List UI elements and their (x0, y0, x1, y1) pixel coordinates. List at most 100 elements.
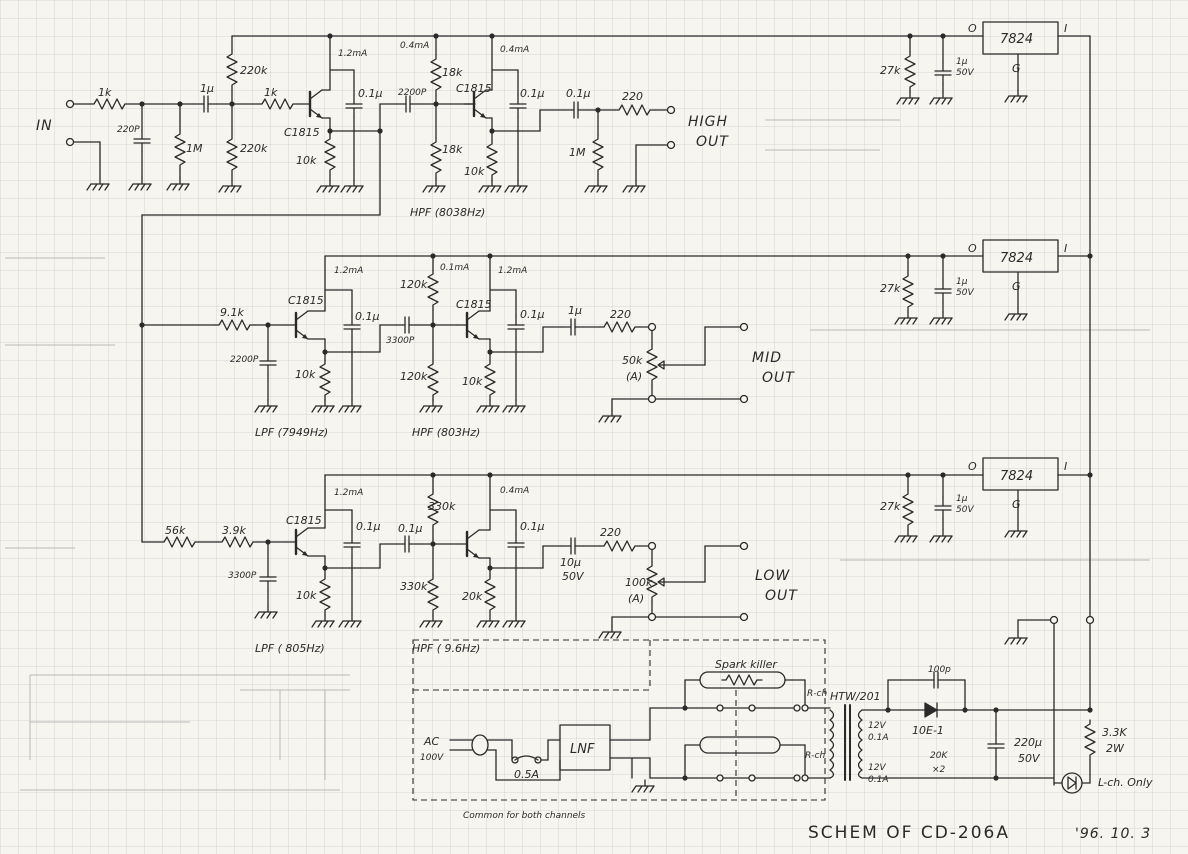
svg-text:0.5A: 0.5A (514, 768, 539, 781)
common-note: Common for both channels (463, 811, 586, 821)
svg-text:1k: 1k (264, 86, 278, 99)
svg-text:0.1μ: 0.1μ (398, 522, 423, 535)
svg-text:1M: 1M (186, 142, 203, 155)
svg-text:50V: 50V (956, 505, 974, 515)
hpf-low-label: HPF ( 9.6Hz) (412, 642, 480, 655)
svg-text:I: I (1064, 242, 1067, 255)
svg-text:O: O (968, 22, 977, 35)
svg-text:220k: 220k (240, 64, 268, 77)
svg-text:2200P: 2200P (398, 88, 427, 98)
svg-text:20K: 20K (930, 751, 948, 761)
svg-text:1M: 1M (569, 146, 586, 159)
svg-text:0.4mA: 0.4mA (500, 45, 529, 55)
svg-text:330k: 330k (400, 580, 428, 593)
high-out-label: HIGH (688, 114, 728, 130)
svg-text:0.1μ: 0.1μ (566, 87, 591, 100)
faint-notes (5, 119, 1150, 791)
svg-text:120k: 120k (400, 278, 428, 291)
high-out-ground-terminal[interactable] (666, 140, 676, 150)
low-pot-top-terminal[interactable] (647, 541, 657, 551)
svg-text:0.1μ: 0.1μ (520, 87, 545, 100)
svg-text:27k: 27k (880, 282, 901, 295)
svg-text:27k: 27k (880, 64, 901, 77)
svg-text:3.3K: 3.3K (1102, 726, 1127, 739)
svg-text:100p: 100p (928, 665, 951, 675)
svg-text:(A): (A) (626, 370, 642, 383)
ac-plug (471, 734, 489, 756)
svg-text:220P: 220P (117, 125, 140, 135)
svg-text:LNF: LNF (570, 742, 595, 757)
svg-text:9.1k: 9.1k (220, 306, 244, 319)
svg-text:3.9k: 3.9k (222, 524, 246, 537)
svg-text:3300P: 3300P (228, 571, 257, 581)
svg-text:2200P: 2200P (230, 355, 259, 365)
svg-text:10k: 10k (296, 589, 317, 602)
mid-pot-top-terminal[interactable] (647, 322, 657, 332)
ground-terminal[interactable] (1049, 615, 1059, 625)
svg-text:220: 220 (600, 526, 621, 539)
svg-text:L-ch. Only: L-ch. Only (1098, 776, 1153, 789)
hpf-mid-label: HPF (803Hz) (412, 426, 480, 439)
svg-text:0.1μ: 0.1μ (355, 310, 380, 323)
svg-text:0.4mA: 0.4mA (400, 41, 429, 51)
svg-text:50k: 50k (622, 354, 643, 367)
svg-text:0.1A: 0.1A (868, 775, 888, 785)
low-pot-bottom-terminal[interactable] (647, 612, 657, 622)
svg-text:50V: 50V (956, 68, 974, 78)
spark-killer-label: Spark killer (715, 658, 778, 671)
svg-text:3300P: 3300P (386, 336, 415, 346)
svg-text:R-ch: R-ch (805, 751, 825, 761)
svg-text:10k: 10k (296, 154, 317, 167)
low-out-ground-terminal[interactable] (739, 612, 749, 622)
svg-text:1μ: 1μ (200, 82, 214, 95)
mid-out-label: MID (752, 350, 782, 366)
svg-text:G: G (1012, 280, 1021, 293)
svg-text:18k: 18k (442, 66, 463, 79)
lpf-mid-label: LPF (7949Hz) (255, 426, 328, 439)
power-supply: LNF Spark killer R-ch R-ch HTW/201 12V 0… (412, 639, 1153, 821)
hpf-high-label: HPF (8038Hz) (410, 206, 485, 219)
svg-text:220k: 220k (240, 142, 268, 155)
input-terminal[interactable] (65, 99, 75, 109)
mid-out-terminal[interactable] (739, 322, 749, 332)
mid-pot-bottom-terminal[interactable] (647, 394, 657, 404)
svg-text:0.1A: 0.1A (868, 733, 888, 743)
input-label: IN (36, 118, 53, 134)
svg-text:C1815: C1815 (456, 82, 492, 95)
input-ground-terminal[interactable] (65, 137, 75, 147)
svg-text:10k: 10k (462, 375, 483, 388)
svg-text:10μ: 10μ (560, 556, 581, 569)
mid-channel: 9.1k 2200P C1815 10k 1.2mA 0.1μ 3300P 12… (141, 253, 906, 439)
mid-out-ground-terminal[interactable] (739, 394, 749, 404)
svg-text:7824: 7824 (1000, 251, 1033, 266)
svg-text:56k: 56k (165, 524, 186, 537)
svg-text:220: 220 (610, 308, 631, 321)
line-noise-filter (559, 724, 611, 771)
svg-text:1.2mA: 1.2mA (338, 49, 367, 59)
regulator-section: 7824 O I G 27k 1μ 50V 7824 O I G 27k 1μ … (880, 21, 1095, 786)
svg-text:12V: 12V (868, 763, 886, 773)
svg-text:OUT: OUT (762, 370, 795, 386)
rail-terminal[interactable] (1085, 615, 1095, 625)
low-out-label: LOW (755, 568, 790, 584)
svg-text:50V: 50V (956, 288, 974, 298)
regulator-3 (982, 457, 1059, 491)
svg-text:I: I (1064, 460, 1067, 473)
svg-text:1μ: 1μ (568, 304, 582, 317)
schematic-date: '96. 10. 3 (1075, 826, 1151, 842)
high-out-terminal[interactable] (666, 105, 676, 115)
svg-text:120k: 120k (400, 370, 428, 383)
transformer-label: HTW/201 (830, 690, 881, 703)
svg-text:330k: 330k (428, 500, 456, 513)
high-channel: IN 1k 220P 1M 1μ 220k 220k 1k C1815 10k … (36, 33, 911, 219)
svg-text:0.1μ: 0.1μ (358, 87, 383, 100)
svg-text:100k: 100k (625, 576, 653, 589)
svg-text:0.1μ: 0.1μ (520, 308, 545, 321)
low-out-terminal[interactable] (739, 541, 749, 551)
svg-text:2W: 2W (1106, 742, 1125, 755)
svg-text:0.1μ: 0.1μ (520, 520, 545, 533)
svg-text:I: I (1064, 22, 1067, 35)
svg-text:1μ: 1μ (956, 57, 968, 67)
svg-text:1k: 1k (98, 86, 112, 99)
svg-text:10E-1: 10E-1 (912, 724, 944, 737)
